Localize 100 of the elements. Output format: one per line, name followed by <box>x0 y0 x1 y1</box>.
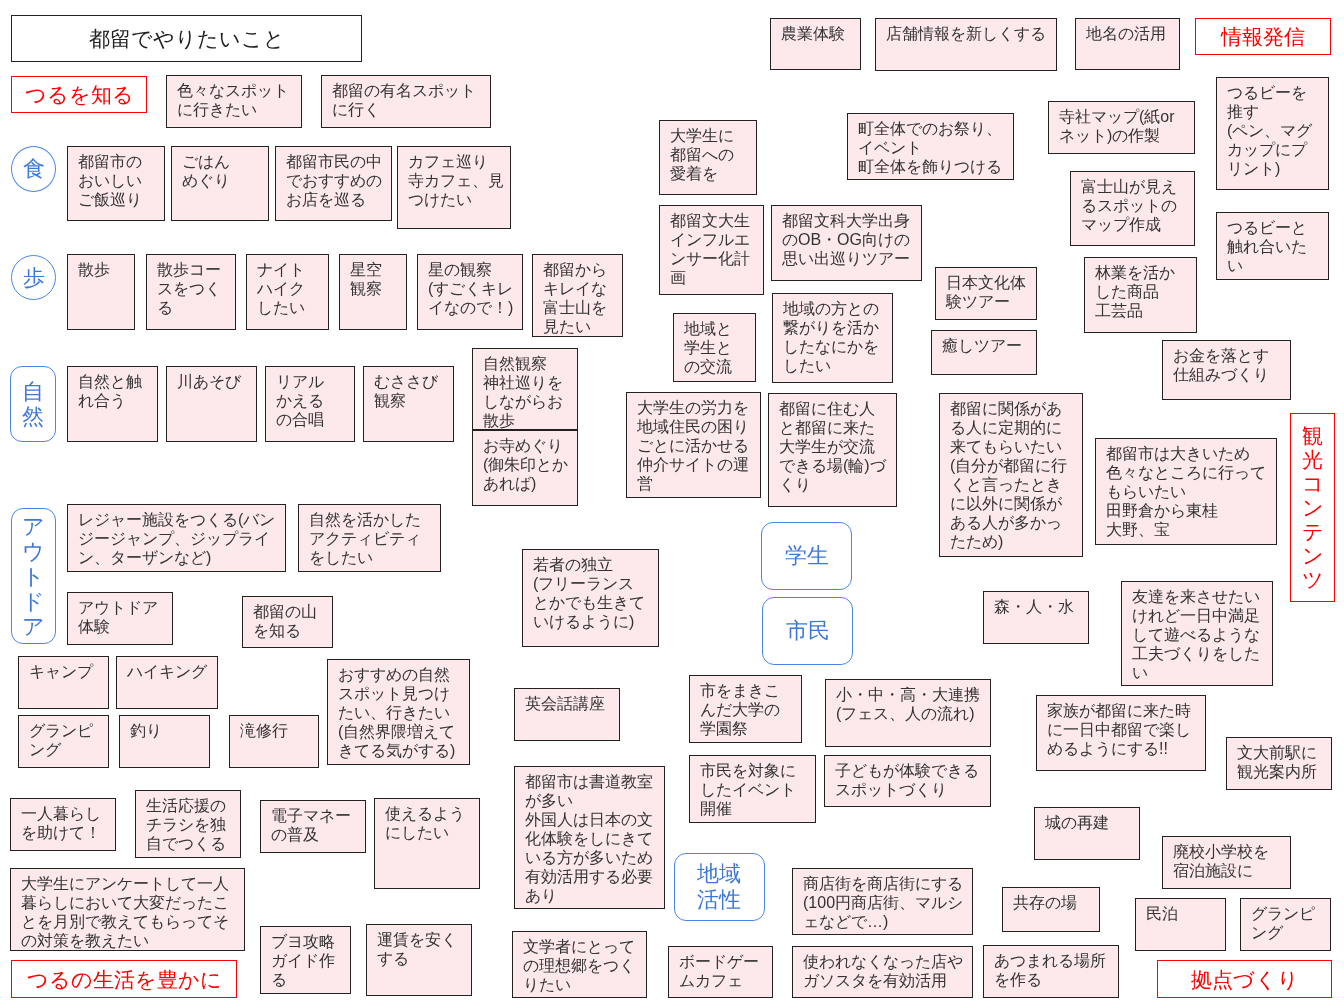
note-text: 富士山が見えるスポットのマップ作成 <box>1081 177 1178 234</box>
note-text: ごはんめぐり <box>182 152 231 190</box>
note-text: 釣り <box>130 721 162 740</box>
group-text: アウトドア <box>22 513 45 639</box>
note-text: 市民を対象にしたイベント開催 <box>700 761 797 818</box>
note-box <box>825 679 991 747</box>
note-text: 色々なスポットに行きたい <box>177 81 290 119</box>
note-box <box>1036 695 1206 771</box>
note-box <box>363 366 454 442</box>
note-box <box>689 675 802 743</box>
note-box <box>1135 898 1226 951</box>
note-text: 都留に住む人と都留に来た大学生が交流できる場(輪)づくり <box>779 399 888 494</box>
note-box <box>768 393 897 507</box>
note-box <box>983 945 1119 998</box>
note-text: 電子マネーの普及 <box>271 806 352 844</box>
note-text: 川あそび <box>177 372 241 391</box>
note-box <box>1226 737 1332 790</box>
category-box <box>1157 960 1332 998</box>
category-box <box>1195 18 1331 55</box>
note-text: 小・中・高・大連携 <box>836 685 980 704</box>
note-text: 使えるようにしたい <box>385 804 466 842</box>
note-text: キャンプ <box>29 662 93 681</box>
note-box <box>10 868 245 951</box>
note-text: 癒しツアー <box>942 336 1022 355</box>
note-box <box>67 146 165 221</box>
note-text: 町全体でのお祭り、イベント <box>858 119 1003 157</box>
note-text: 町全体を飾りつける <box>858 157 1002 176</box>
note-box <box>321 75 491 128</box>
note-text: 都留の有名スポットに行く <box>332 81 477 119</box>
group-circle <box>11 255 56 300</box>
note-text: 英会話講座 <box>525 694 605 713</box>
note-text: グランピング <box>29 721 94 759</box>
group-tag <box>761 522 852 590</box>
note-text: むささび観察 <box>374 372 439 410</box>
note-text: (すごくキレイなので！) <box>428 279 515 317</box>
title-text: 都留でやりたいこと <box>88 25 285 52</box>
note-text: 森・人・水 <box>994 597 1074 616</box>
note-text: レジャー施設をつくる(バンジージャンプ、ジップライン、ターザンなど) <box>78 510 277 567</box>
note-box <box>659 205 764 295</box>
group-tag <box>11 508 56 644</box>
note-text: 散歩 <box>78 260 110 279</box>
note-text: 自然と触れ合う <box>78 372 143 410</box>
note-box <box>1121 581 1273 686</box>
note-box <box>939 393 1083 557</box>
note-box <box>119 715 210 768</box>
note-box <box>260 926 351 994</box>
note-box <box>514 688 620 741</box>
note-box <box>772 293 893 383</box>
note-text: 神社巡りをしながらお散歩 <box>483 373 564 430</box>
note-box <box>1095 438 1277 545</box>
note-box <box>67 366 158 442</box>
group-text: 歩 <box>22 264 45 291</box>
note-box <box>1162 836 1291 889</box>
note-box <box>1034 807 1140 860</box>
category-text: つるの生活を豊かに <box>26 966 222 992</box>
group-tag <box>762 597 853 665</box>
note-text: 地名の活用 <box>1086 24 1166 43</box>
note-text: 子どもが体験できるスポットづくり <box>835 761 980 799</box>
note-box <box>983 591 1089 644</box>
note-text: 廃校小学校を宿泊施設に <box>1173 842 1270 880</box>
category-text: つるを知る <box>24 82 134 107</box>
note-box <box>532 254 623 337</box>
note-text: 都留市は書道教室が多い <box>525 772 654 810</box>
group-tag <box>674 853 765 921</box>
note-box <box>673 313 756 382</box>
note-box <box>1084 257 1197 333</box>
note-text: つるビーを推す <box>1227 83 1308 121</box>
note-text: お寺めぐり <box>483 436 563 455</box>
note-text: 大野、宝 <box>1106 520 1170 539</box>
note-box <box>18 656 109 709</box>
note-text: (ペン、マグカップにプリント) <box>1227 121 1314 178</box>
note-text: 地域と学生との交流 <box>684 319 733 376</box>
note-text: 星空観察 <box>350 260 383 298</box>
note-text: 一人暮らしを助けて！ <box>21 804 102 842</box>
note-text: 友達を来させたいけれど一日中満足して遊べるような工夫づくりをしたい <box>1132 587 1261 682</box>
note-box <box>242 596 333 648</box>
note-box <box>875 18 1057 71</box>
note-box <box>522 549 659 647</box>
group-text: 学生 <box>784 543 829 569</box>
note-text: 寺カフェ、見つけたい <box>408 171 505 209</box>
note-text: 都留市民の中でおすすめのお店を巡る <box>286 152 383 209</box>
note-box <box>417 254 523 330</box>
note-text: おすすめの自然スポット見つけたい、行きたい <box>338 665 451 722</box>
note-text: 外国人は日本の文化体験をしにきている方が多いため有効活用する必要あり <box>525 810 654 905</box>
note-text: 都留の山を知る <box>253 602 318 640</box>
note-text: (自然界隈増えてきてる気がする) <box>338 722 457 760</box>
note-text: 工芸品 <box>1095 301 1143 320</box>
group-text: 自然 <box>21 379 45 429</box>
note-box <box>472 348 578 430</box>
note-box <box>265 366 355 442</box>
note-box <box>472 430 578 506</box>
note-box <box>792 868 973 935</box>
note-box <box>246 254 329 330</box>
note-text: 店舗情報を新しくする <box>886 24 1046 43</box>
note-text: ブヨ攻略ガイド作る <box>271 932 336 989</box>
note-text: 文大前駅に観光案内所 <box>1237 743 1318 781</box>
note-text: 市をまきこんだ大学の学園祭 <box>700 681 781 738</box>
note-box <box>298 504 441 572</box>
note-text: 共存の場 <box>1013 893 1077 912</box>
note-box <box>166 75 302 128</box>
